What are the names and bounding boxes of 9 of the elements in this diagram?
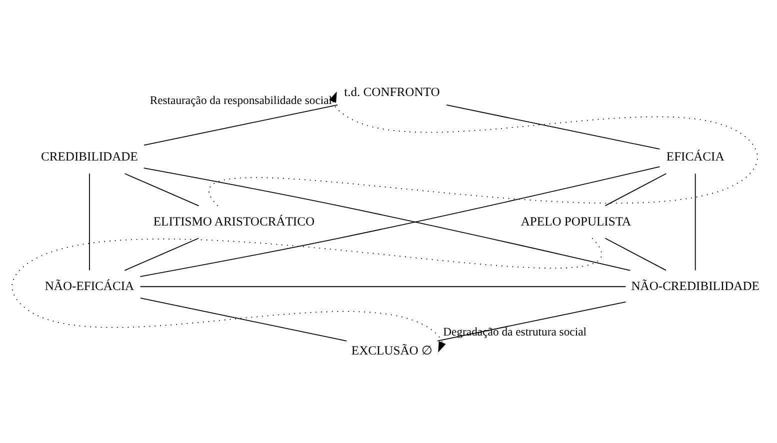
node-text: EXCLUSÃO ∅	[351, 343, 432, 358]
edge-label: Restauração da responsabilidade social	[150, 93, 332, 106]
node-text: ELITISMO ARISTOCRÁTICO	[153, 214, 315, 228]
node-text: EFICÁCIA	[666, 149, 724, 164]
node-text: t.d. CONFRONTO	[344, 84, 440, 99]
node-text: CREDIBILIDADE	[41, 149, 138, 164]
node-text: NÃO-EFICÁCIA	[44, 278, 134, 292]
node-text: NÃO-CREDIBILIDADE	[631, 278, 760, 292]
node-text: APELO POPULISTA	[520, 214, 632, 228]
